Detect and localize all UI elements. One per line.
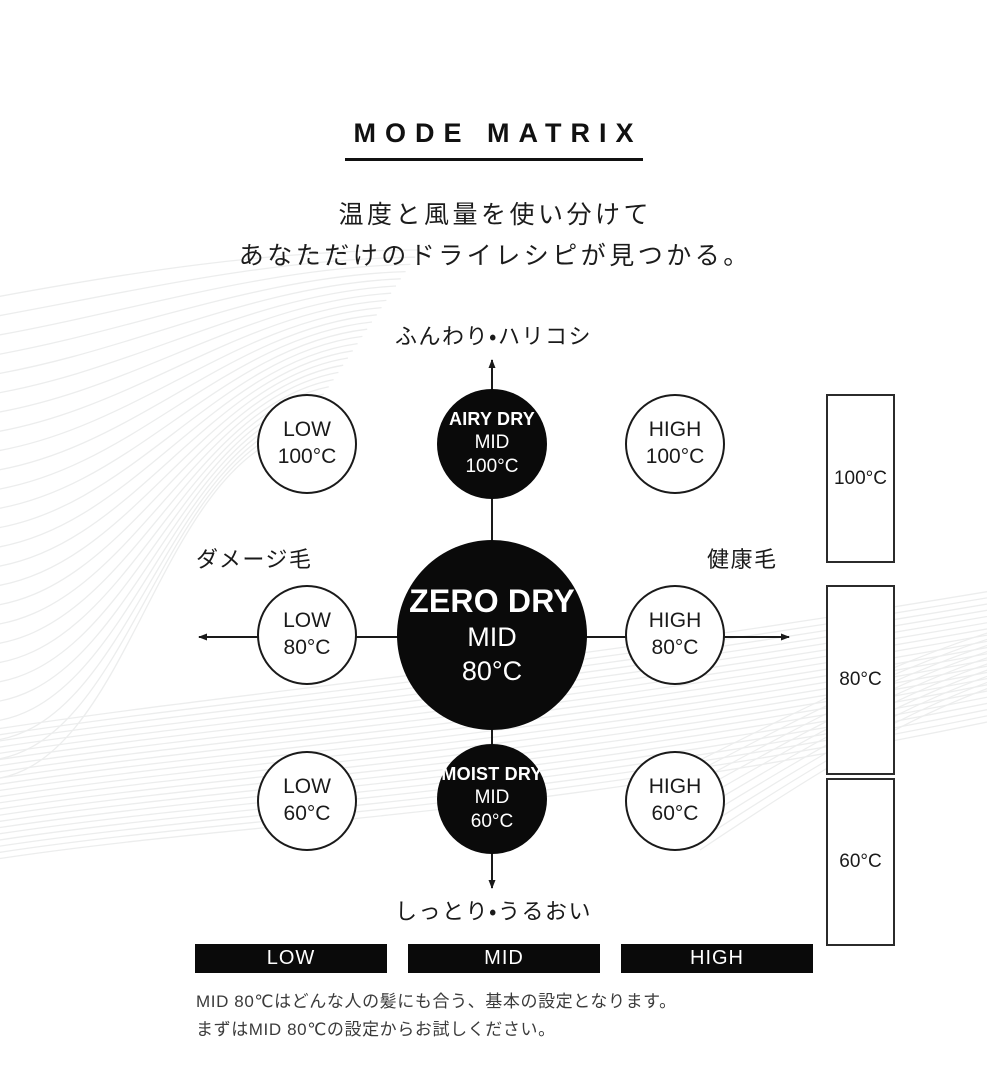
node-fan: LOW	[283, 775, 331, 799]
matrix-node-high-80[interactable]: HIGH 80°C	[625, 585, 725, 685]
node-fan: LOW	[283, 418, 331, 442]
node-fan: HIGH	[648, 775, 702, 799]
node-name: ZERO DRY	[409, 582, 575, 619]
footnote: MID 80℃はどんな人の髪にも合う、基本の設定となります。 まずはMID 80…	[196, 988, 836, 1043]
node-temp: 60°C	[470, 811, 514, 833]
axis-label-left: ダメージ毛	[196, 547, 313, 572]
page-title: MODE MATRIX	[344, 118, 643, 162]
node-temp: 60°C	[651, 802, 699, 825]
node-temp: 100°C	[277, 445, 337, 468]
node-temp: 100°C	[645, 445, 705, 468]
page-subtitle: 温度と風量を使い分けて あなただけのドライレシピが見つかる。	[0, 195, 987, 276]
node-fan: HIGH	[648, 418, 702, 442]
fan-speed-bar-high: HIGH	[621, 944, 813, 973]
fan-speed-bar-low: LOW	[195, 944, 387, 973]
matrix-node-high-60[interactable]: HIGH 60°C	[625, 751, 725, 851]
node-name: MOIST DRY	[441, 763, 543, 784]
footnote-line-1: MID 80℃はどんな人の髪にも合う、基本の設定となります。	[196, 992, 677, 1011]
subtitle-line-1: 温度と風量を使い分けて	[338, 201, 652, 229]
subtitle-line-2: あなただけのドライレシピが見つかる。	[238, 241, 752, 270]
node-fan: MID	[467, 622, 517, 653]
axis-label-top: ふんわり・ハリコシ	[395, 324, 592, 349]
node-temp: 60°C	[283, 802, 331, 825]
temperature-legend-label: 60°C	[839, 851, 882, 872]
node-temp: 80°C	[283, 636, 331, 659]
node-fan: MID	[474, 431, 510, 453]
axis-label-bottom: しっとり・うるおい	[395, 899, 592, 924]
temperature-legend-label: 100°C	[833, 467, 888, 489]
page-header: MODE MATRIX	[0, 118, 987, 162]
node-fan: LOW	[283, 609, 331, 633]
temperature-legend-100: 100°C	[826, 394, 895, 563]
matrix-node-zero-dry[interactable]: ZERO DRY MID 80°C	[397, 540, 587, 730]
node-name: AIRY DRY	[449, 408, 535, 429]
fan-speed-bar-mid: MID	[408, 944, 600, 973]
node-fan: MID	[474, 786, 510, 808]
matrix-node-high-100[interactable]: HIGH 100°C	[625, 394, 725, 494]
temperature-legend-60: 60°C	[826, 778, 895, 946]
matrix-node-low-80[interactable]: LOW 80°C	[257, 585, 357, 685]
node-temp: 80°C	[461, 655, 523, 686]
footnote-line-2: まずはMID 80℃の設定からお試しください。	[196, 1019, 556, 1039]
fan-speed-legend: LOW MID HIGH	[195, 944, 813, 973]
axis-label-right: 健康毛	[707, 547, 778, 572]
matrix-node-low-60[interactable]: LOW 60°C	[257, 751, 357, 851]
matrix-node-low-100[interactable]: LOW 100°C	[257, 394, 357, 494]
temperature-legend-80: 80°C	[826, 585, 895, 775]
matrix-node-airy-dry[interactable]: AIRY DRY MID 100°C	[437, 389, 547, 499]
node-fan: HIGH	[648, 609, 702, 633]
node-temp: 80°C	[651, 636, 699, 659]
node-temp: 100°C	[465, 456, 519, 478]
temperature-legend-label: 80°C	[839, 669, 882, 690]
matrix-node-moist-dry[interactable]: MOIST DRY MID 60°C	[437, 744, 547, 854]
